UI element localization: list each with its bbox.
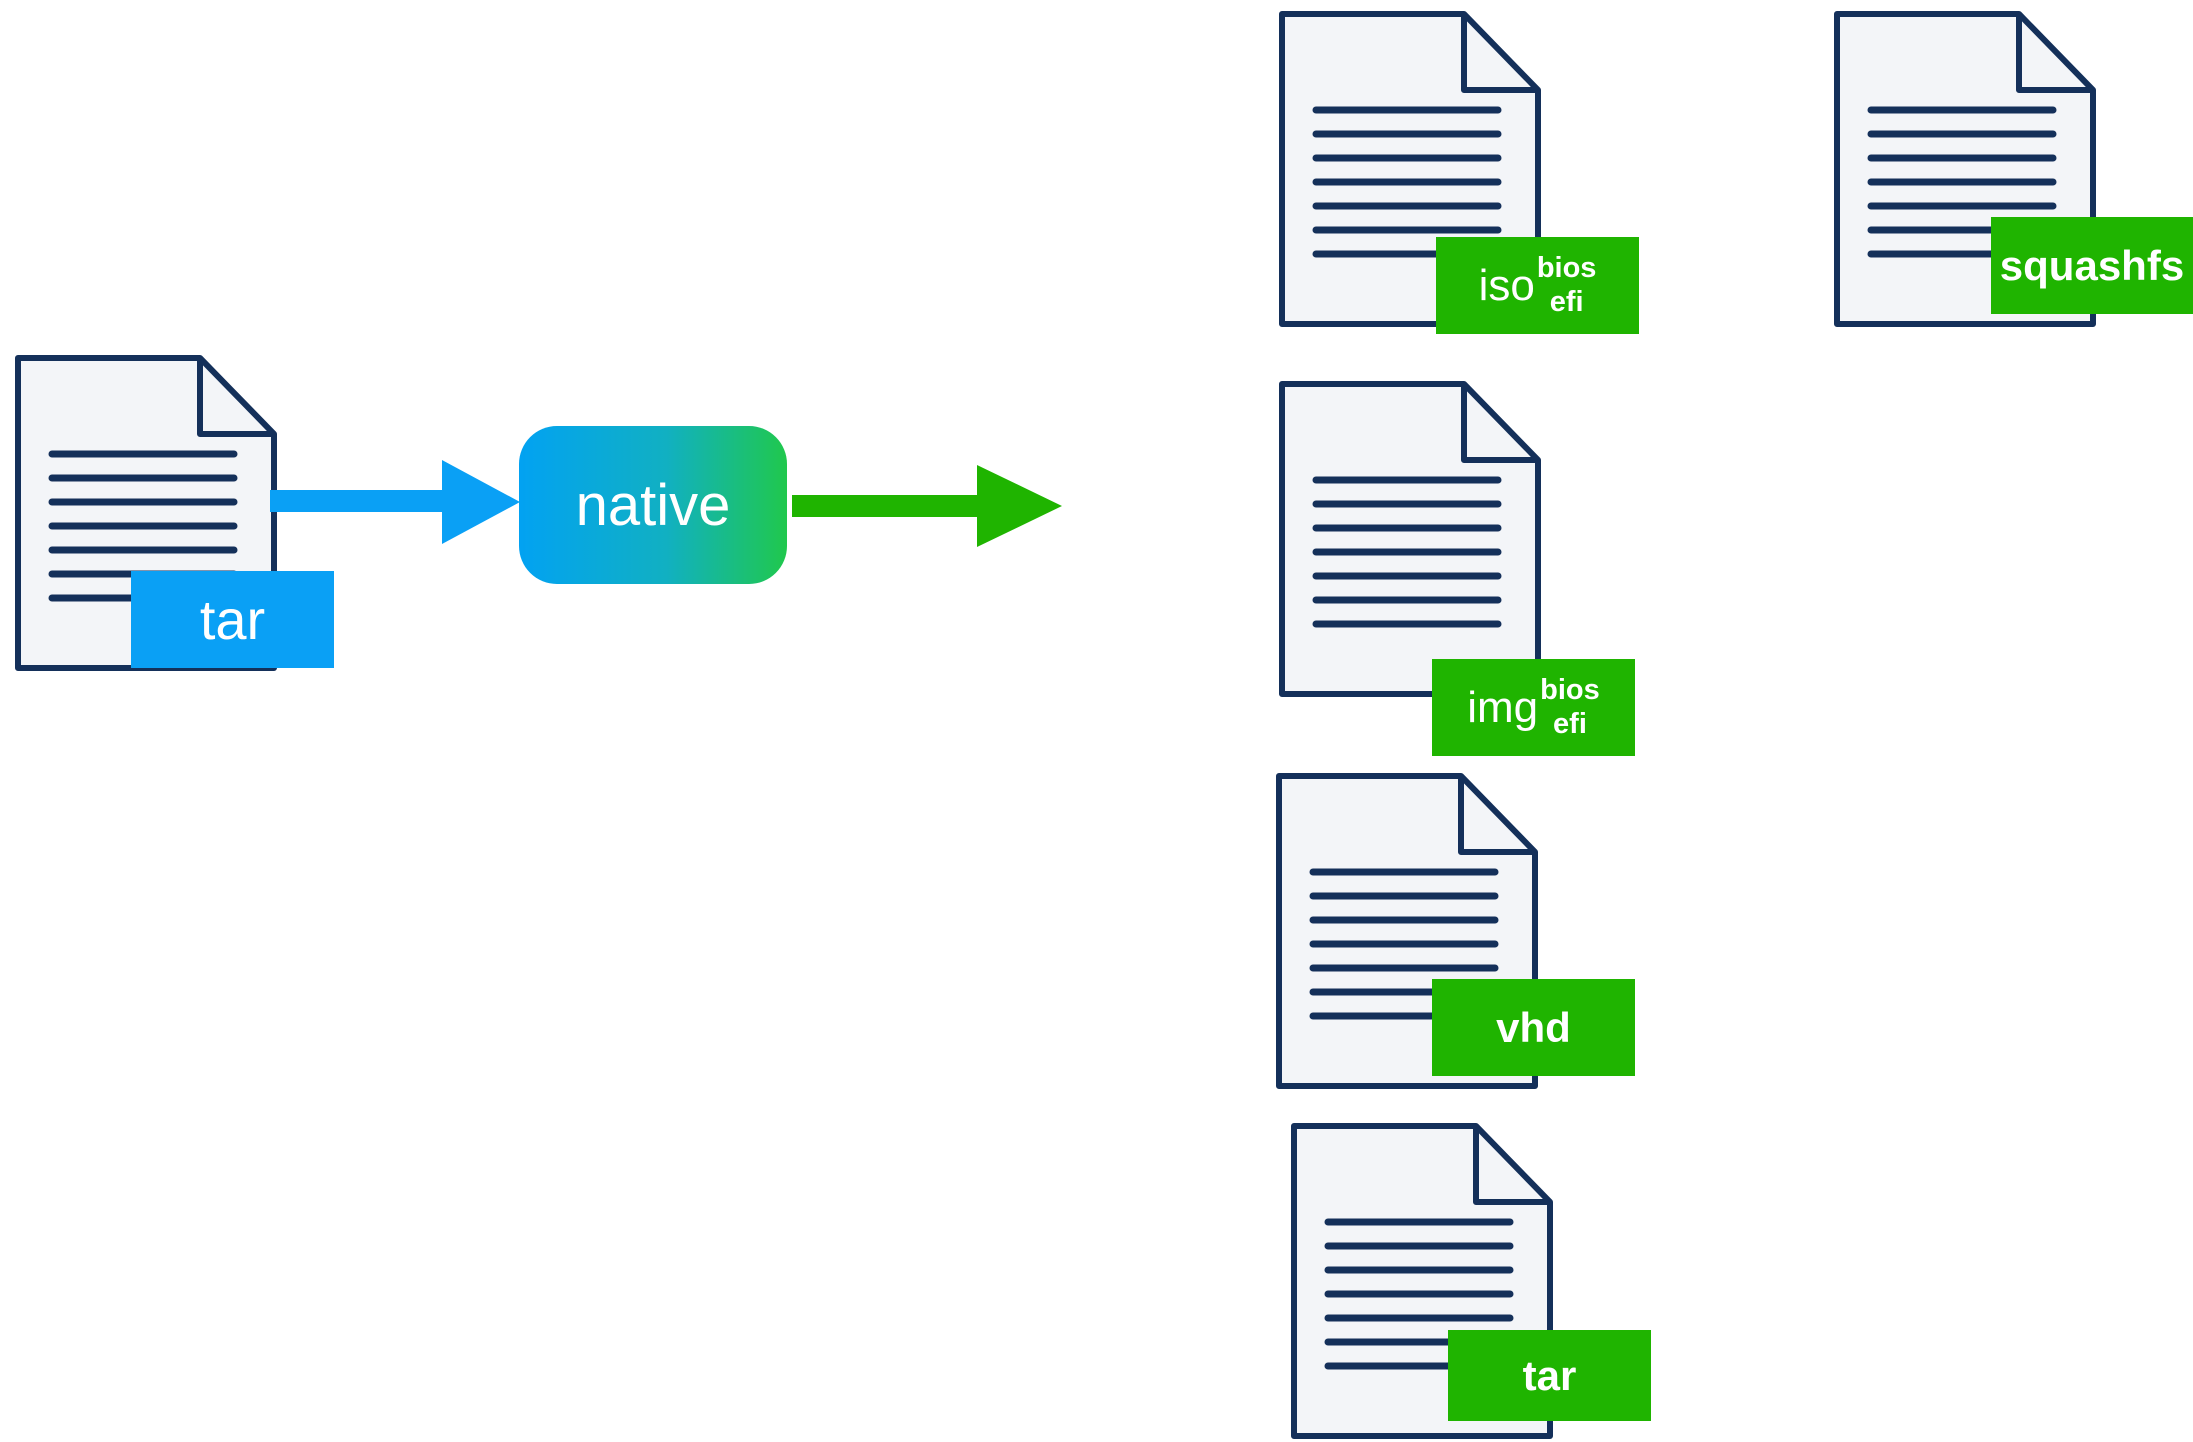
source-format-badge: tar xyxy=(131,571,334,668)
tar-output-format-label: tar xyxy=(1522,1351,1577,1399)
iso-bios-label: bios xyxy=(1536,252,1597,285)
iso-format-badge: iso bios efi xyxy=(1436,237,1639,334)
img-firmware-options: bios efi xyxy=(1540,674,1600,741)
img-efi-label: efi xyxy=(1553,707,1587,740)
iso-firmware-options: bios efi xyxy=(1537,252,1597,319)
squashfs-format-label: squashfs xyxy=(1999,241,2185,289)
img-bios-label: bios xyxy=(1540,674,1600,707)
input-arrow xyxy=(270,458,520,548)
vhd-format-badge: vhd xyxy=(1432,979,1635,1076)
native-converter-box: native xyxy=(519,426,787,584)
tar-output-format-badge: tar xyxy=(1448,1330,1651,1421)
iso-format-label: iso xyxy=(1478,260,1535,310)
img-format-badge: img bios efi xyxy=(1432,659,1635,756)
squashfs-format-badge: squashfs xyxy=(1991,217,2193,314)
converter-label: native xyxy=(575,472,731,538)
img-format-label: img xyxy=(1467,682,1539,732)
vhd-format-label: vhd xyxy=(1496,1003,1571,1051)
iso-efi-label: efi xyxy=(1549,285,1584,318)
output-arrow xyxy=(792,463,1062,549)
img-document-icon xyxy=(1276,378,1544,700)
source-format-label: tar xyxy=(199,588,266,651)
